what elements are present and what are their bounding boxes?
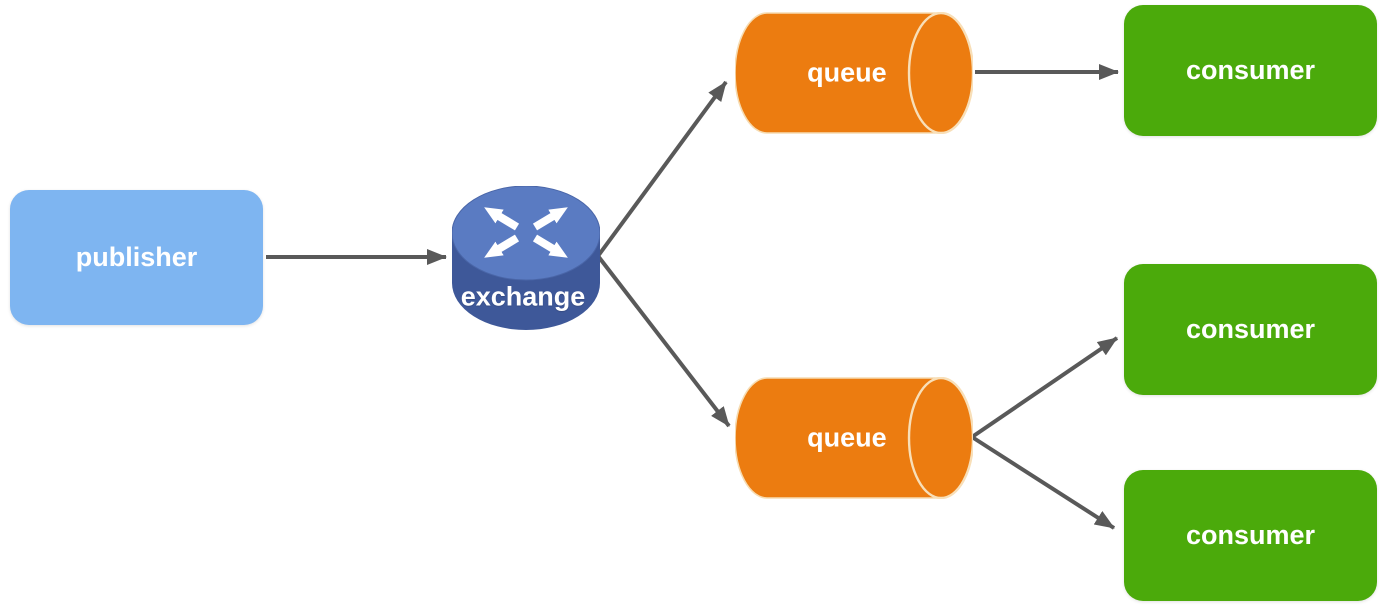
queue-top-node[interactable]: queue: [735, 12, 973, 134]
queue-bottom-node[interactable]: queue: [735, 377, 973, 499]
queue-bottom-label: queue: [807, 422, 887, 453]
router-arrows-icon: [452, 186, 600, 330]
consumer-middle-label: consumer: [1185, 314, 1316, 344]
consumer-top-node[interactable]: consumer: [1124, 5, 1377, 136]
publisher-label: publisher: [75, 242, 198, 272]
queue-cylinder-icon: [735, 12, 973, 134]
exchange-label: exchange: [460, 281, 586, 312]
queue-top-label: queue: [807, 57, 887, 88]
queue-endcap: [907, 377, 973, 499]
edge-queue-bottom-consumer-middle: [970, 336, 1119, 439]
consumer-middle-node[interactable]: consumer: [1124, 264, 1377, 395]
arrow-nw: [484, 207, 520, 231]
edge-exchange-queue-bottom: [596, 254, 731, 428]
arrow-ne: [532, 207, 568, 231]
edge-queue-bottom-consumer-bottom: [970, 435, 1116, 530]
arrow-se: [532, 234, 568, 258]
arrow-sw: [484, 234, 520, 258]
consumer-bottom-label: consumer: [1185, 520, 1316, 550]
edge-exchange-queue-top: [596, 80, 728, 258]
consumer-bottom-node[interactable]: consumer: [1124, 470, 1377, 601]
publisher-node[interactable]: publisher: [10, 190, 263, 325]
exchange-cylinder-side: [452, 233, 600, 330]
queue-endcap: [907, 12, 973, 134]
exchange-cylinder-top: [452, 186, 600, 281]
consumer-top-label: consumer: [1185, 55, 1316, 85]
exchange-node[interactable]: exchange: [452, 186, 600, 332]
routing-arrows-glyph: [484, 207, 568, 258]
queue-cylinder-icon: [735, 377, 973, 499]
